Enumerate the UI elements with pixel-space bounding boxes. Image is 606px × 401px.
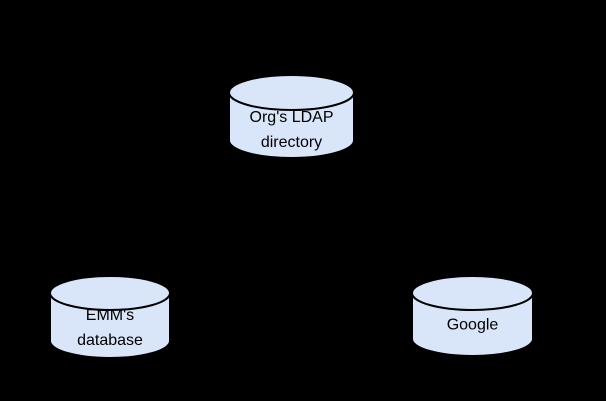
node-label-line: Org's LDAP [250, 109, 334, 126]
cylinder-top-ellipse [411, 275, 534, 311]
node-label-line: directory [261, 134, 322, 151]
node-google: Google [411, 275, 534, 357]
cylinder-top-ellipse [49, 275, 171, 311]
cylinder-top-ellipse [228, 74, 355, 111]
node-label-line: EMM's [86, 307, 134, 324]
node-label-line: Google [447, 317, 499, 334]
node-emm-database: EMM's database [49, 275, 171, 359]
node-org-ldap-directory: Org's LDAP directory [228, 74, 355, 159]
node-label-line: database [77, 332, 143, 349]
